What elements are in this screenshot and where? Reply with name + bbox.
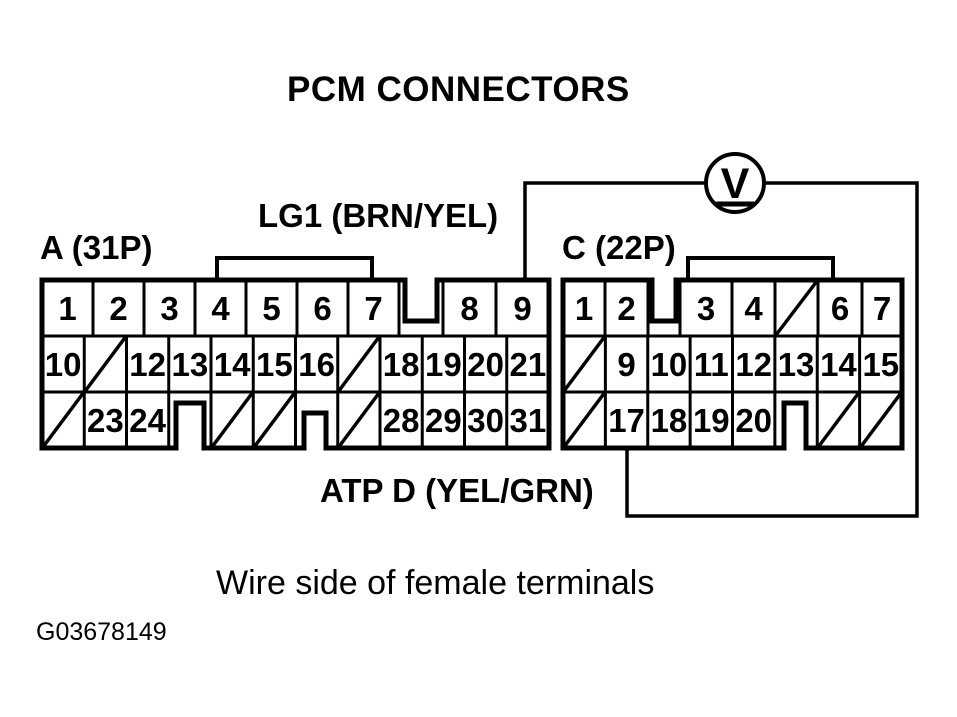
pin-cell-a24: 24	[129, 401, 166, 439]
pin-cell-a16: 16	[298, 345, 335, 383]
pin-cell-a21: 21	[509, 345, 547, 383]
connector-c-top-tab	[686, 256, 835, 281]
pin-cell-a28: 28	[382, 401, 420, 439]
pin-cell-a18: 18	[382, 345, 420, 383]
footer-note: Wire side of female terminals	[216, 564, 655, 602]
wire-voltmeter-to-atp	[625, 181, 919, 518]
pin-cell-c6: 6	[830, 289, 850, 327]
empty-cavity-slash	[337, 391, 381, 449]
wire-lg1-to-voltmeter	[523, 181, 706, 280]
connector-c-grid	[562, 279, 903, 449]
wire-label-lg1: LG1 (BRN/YEL)	[258, 197, 499, 234]
pin-cell-c10: 10	[650, 345, 688, 383]
pin-cell-c3: 3	[696, 289, 716, 327]
pin-cell-a1: 1	[58, 289, 77, 327]
empty-cavity-slash	[41, 391, 85, 449]
pin-cell-c12: 12	[735, 345, 773, 383]
pin-cell-a31: 31	[509, 401, 547, 439]
page-title: PCM CONNECTORS	[287, 70, 630, 109]
pin-cell-a5: 5	[262, 289, 281, 327]
pin-cell-a7: 7	[364, 289, 383, 327]
pin-cell-c2: 2	[617, 289, 636, 327]
connector-a-grid	[41, 280, 549, 449]
pin-cell-c20: 20	[735, 401, 773, 439]
pin-cell-c15: 15	[862, 345, 900, 383]
pin-cell-a15: 15	[256, 345, 293, 383]
pin-cell-a29: 29	[425, 401, 462, 439]
empty-cavity-slash	[562, 391, 606, 449]
pin-cell-a9: 9	[513, 289, 532, 327]
pin-cell-a30: 30	[467, 401, 504, 439]
pin-cell-a2: 2	[109, 289, 128, 327]
empty-cavity-slash	[859, 391, 903, 449]
connector-c-label: C (22P)	[562, 229, 676, 266]
empty-cavity-slash	[774, 279, 819, 337]
pin-cell-a13: 13	[171, 345, 209, 383]
pin-cell-c18: 18	[650, 401, 688, 439]
pin-cell-c13: 13	[777, 345, 815, 383]
figure-id: G03678149	[36, 618, 167, 646]
pin-cell-c9: 9	[617, 345, 636, 383]
pin-cell-c7: 7	[872, 289, 892, 327]
pin-cell-c4: 4	[744, 289, 763, 327]
empty-cavity-slash	[337, 335, 381, 393]
pin-cell-c11: 11	[693, 345, 729, 383]
empty-cavity-slash	[252, 391, 296, 449]
pin-cell-a10: 10	[44, 345, 82, 383]
pin-cell-a14: 14	[213, 345, 251, 383]
pin-cell-a6: 6	[313, 289, 332, 327]
pin-cell-a8: 8	[460, 289, 479, 327]
pin-cell-a12: 12	[129, 345, 166, 383]
pin-cell-a4: 4	[211, 289, 230, 327]
empty-cavity-slash	[83, 335, 127, 393]
pin-cell-a23: 23	[87, 401, 124, 439]
wire-label-atp: ATP D (YEL/GRN)	[320, 472, 594, 509]
voltmeter-symbol: V	[721, 160, 750, 208]
pin-cell-c17: 17	[608, 401, 645, 439]
voltmeter-icon	[704, 152, 766, 214]
pin-cell-c1: 1	[574, 289, 594, 327]
empty-cavity-slash	[816, 391, 861, 449]
empty-cavity-slash	[210, 391, 254, 449]
connector-a-top-tab	[215, 256, 374, 281]
pin-cell-a19: 19	[425, 345, 462, 383]
connector-a-label: A (31P)	[40, 229, 153, 266]
empty-cavity-slash	[562, 335, 606, 393]
pin-cell-c19: 19	[692, 401, 730, 439]
pin-cell-a20: 20	[467, 345, 504, 383]
pin-cell-a3: 3	[160, 289, 179, 327]
pin-cell-c14: 14	[820, 345, 857, 383]
